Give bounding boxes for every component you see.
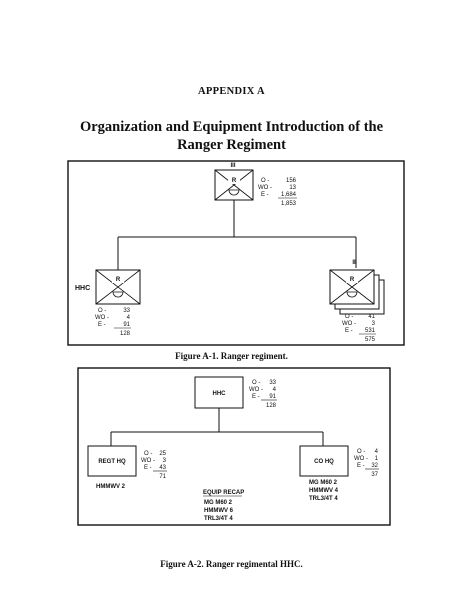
title-line-1: Organization and Equipment Introduction … [79,119,384,135]
right-unit-echelon: R [350,277,355,283]
appendix-heading: APPENDIX A [198,86,265,97]
left-unit-label: HHC [75,285,90,292]
strength-o-label: O - [357,449,365,455]
strength-e-value: 91 [269,394,276,400]
regt-hq-label: REGT HQ [98,459,126,465]
hhc-strength: O - 33 WO - 4 E - 91 128 [249,380,277,409]
strength-e-label: E - [98,322,106,328]
co-hq-box [299,445,349,477]
right-unit-strength: O - 41 WO - 3 E - 531 575 [342,314,376,343]
regt-hq-strength: O - 25 WO - 3 E - 43 71 [141,451,167,480]
airborne-icon [346,291,358,298]
recap-title: EQUIP RECAP [203,490,244,496]
co-hq-equipment-item: MG M60 2 [309,480,338,486]
strength-o-label: O - [252,380,260,386]
strength-total: 575 [365,337,376,343]
strength-wo-value: 4 [127,315,131,321]
regt-hq-equipment: HMMWV 2 [96,484,126,490]
strength-wo-value: 13 [289,185,296,191]
hhc-label: HHC [213,391,227,397]
strength-e-label: E - [345,328,353,334]
strength-o-value: 33 [123,308,130,314]
co-hq-equipment-item: TRL3/4T 4 [309,496,338,502]
strength-wo-label: WO - [354,456,368,462]
figure-1-caption: Figure A-1. Ranger regiment. [175,351,288,361]
strength-o-label: O - [98,308,106,314]
strength-o-label: O - [261,178,269,184]
strength-wo-value: 3 [163,458,167,464]
strength-wo-label: WO - [249,387,263,393]
strength-o-label: O - [144,451,152,457]
strength-wo-value: 4 [273,387,277,393]
figure-2-caption: Figure A-2. Ranger regimental HHC. [160,559,303,569]
recap-item: HMMWV 6 [204,508,234,514]
strength-o-value: 4 [375,449,379,455]
recap-item: MG M60 2 [204,500,233,506]
strength-o-value: 25 [159,451,166,457]
recap-item: TRL3/4T 4 [204,516,233,522]
strength-total: 128 [120,331,131,337]
strength-e-label: E - [261,192,269,198]
strength-o-value: 33 [269,380,276,386]
strength-wo-value: 3 [372,321,376,327]
strength-wo-value: 1 [375,456,379,462]
strength-wo-label: WO - [95,315,109,321]
strength-e-label: E - [357,463,365,469]
strength-o-value: 156 [286,178,297,184]
strength-total: 37 [371,472,378,478]
figure-2-frame [77,367,391,526]
co-hq-equipment-item: HMMWV 4 [309,488,339,494]
page-title: Organization and Equipment Introduction … [40,118,423,154]
strength-o-label: O - [345,314,353,320]
title-line-2: Ranger Regiment [177,137,286,153]
strength-e-label: E - [144,465,152,471]
strength-wo-label: WO - [258,185,272,191]
figure-1-frame [67,160,405,346]
co-hq-strength: O - 4 WO - 1 E - 32 37 [354,449,379,478]
left-unit-echelon: R [116,277,121,283]
airborne-icon [228,189,240,196]
strength-e-value: 531 [365,328,376,334]
strength-total: 128 [266,403,277,409]
top-unit-size: III [230,163,235,169]
strength-e-value: 43 [159,465,166,471]
strength-e-value: 32 [371,463,378,469]
strength-e-value: 91 [123,322,130,328]
strength-wo-label: WO - [342,321,356,327]
co-hq-label: CO HQ [314,459,334,465]
strength-total: 1,853 [281,201,297,207]
left-unit-strength: O - 33 WO - 4 E - 91 128 [95,308,131,337]
airborne-icon [112,291,124,298]
strength-o-value: 41 [368,314,375,320]
right-unit-size: II [352,260,356,266]
strength-e-label: E - [252,394,260,400]
left-unit-box [95,269,141,305]
top-unit-strength: O - 156 WO - 13 E - 1,684 1,853 [258,178,297,207]
strength-e-value: 1,684 [281,192,297,198]
top-unit-echelon: R [232,178,237,184]
strength-wo-label: WO - [141,458,155,464]
regt-hq-box [87,445,137,477]
strength-total: 71 [159,474,166,480]
